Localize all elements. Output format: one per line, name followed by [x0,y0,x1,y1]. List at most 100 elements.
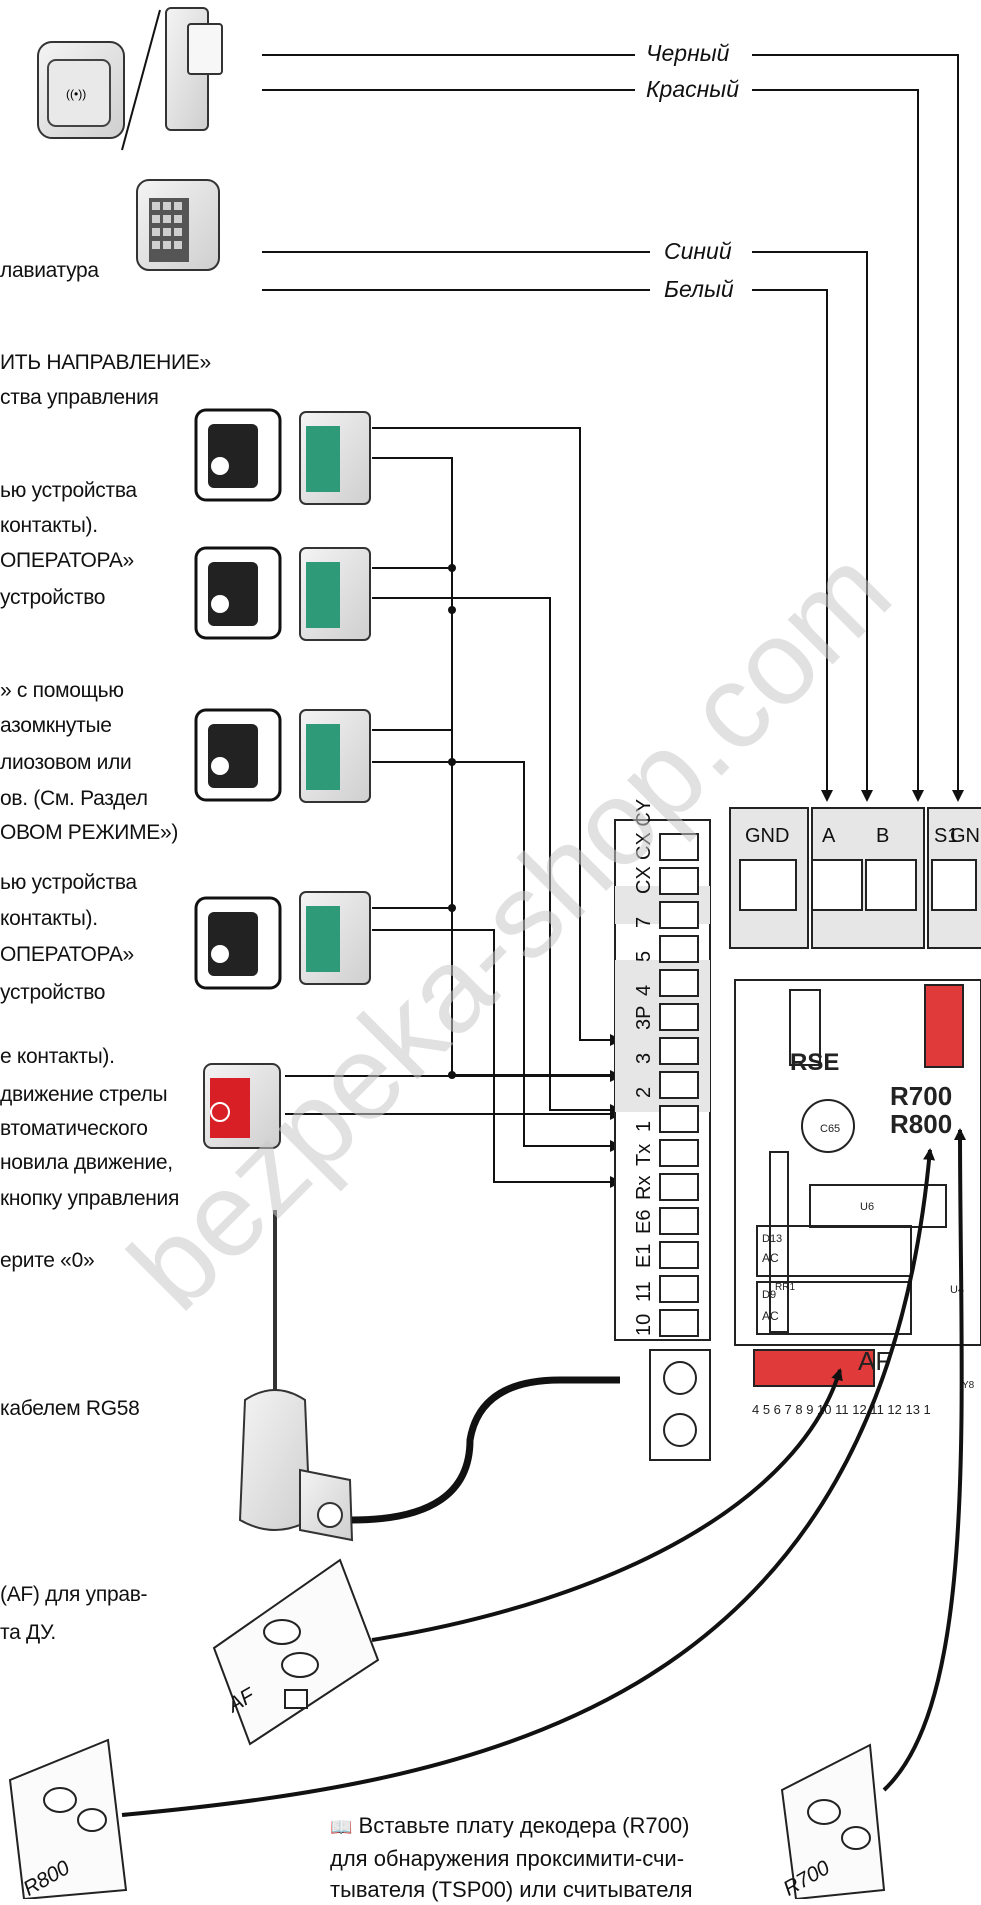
terminal-slot [659,901,699,929]
board-component-label: U6 [860,1201,874,1213]
af-label: та ДУ. [0,1621,56,1644]
r800-card [8,1738,128,1899]
board-component-label: RSE [790,1049,839,1076]
board-component-label: C65 [820,1123,840,1135]
left-text: движение стрелы [0,1083,168,1106]
left-text: ов. (См. Раздел [0,787,148,810]
terminal-label: CX [633,866,655,894]
terminal-label: 4 [633,985,655,996]
svg-text:((•)): ((•)) [66,87,86,101]
terminal-label: Tx [633,1144,655,1166]
left-text: » с помощью [0,679,124,702]
board-component-label: R700 [890,1081,952,1111]
terminal-label: 7 [633,917,655,928]
terminal-label: 1 [633,1121,655,1132]
top-terminal-label: GND [745,825,789,847]
control-pair-3 [194,708,371,803]
terminal-label: 11 [633,1281,655,1302]
terminal-slot [659,1309,699,1337]
board-component-label: AC [762,1309,779,1323]
divider-slash [121,9,161,151]
control-pair-2 [194,546,371,641]
terminal-label: E1 [633,1244,655,1268]
stop-button [203,1063,281,1149]
terminal-slot [659,867,699,895]
board-component-label: AC [762,1251,779,1265]
keypad-label: лавиатура [0,259,99,282]
terminal-label: 5 [633,951,655,962]
decoder-note: 📖 Вставьте плату декодера (R700) для обн… [330,1813,693,1902]
terminal-label: E6 [633,1210,655,1234]
left-text: ОПЕРАТОРА» [0,943,134,966]
top-terminal-labels: GNDABS1GND [745,825,981,847]
terminal-slot [659,1003,699,1031]
control-pair-4 [194,891,371,990]
wire-label-white: Белый [658,276,740,303]
top-terminal-label: A [822,825,836,847]
top-terminal-label: GND [950,825,981,847]
terminal-label: 10 [633,1314,655,1336]
left-text: контакты). [0,907,98,930]
control-pair-1 [194,408,371,505]
wire-label-black: Черный [640,40,736,67]
board-component-label: R800 [890,1109,952,1139]
terminal-slot [659,1071,699,1099]
terminal-slot [659,1037,699,1065]
terminal-label: CX CY [633,799,655,860]
af-label: (AF) для управ- [0,1583,148,1606]
left-text: устройство [0,981,106,1004]
proximity-reader-icon: ((•)) [37,41,125,139]
coax-cable [351,1376,620,1524]
left-text: новила движение, [0,1151,173,1174]
af-card [212,1558,380,1746]
left-text: ОПЕРАТОРА» [0,549,134,572]
antenna-icon [238,1210,354,1542]
r700-card [780,1743,886,1899]
terminal-block-top [729,807,981,949]
junction-dots [448,564,456,1079]
terminal-label: 3P [633,1006,655,1030]
terminal-label: 3 [633,1053,655,1064]
af-arrow [371,1368,843,1642]
terminal-slot [659,1275,699,1303]
board-component-label: 4 5 6 7 8 9 10 11 12 11 12 13 1 [752,1402,931,1417]
left-text: ИТЬ НАПРАВЛЕНИЕ» [0,351,211,374]
terminal-slot [659,1207,699,1235]
board-component-label: D13 [762,1233,782,1245]
left-text: ью устройства [0,871,137,894]
board-component-label: Y8 [962,1380,975,1391]
top-terminal-label: B [876,825,889,847]
command-wiring [285,427,622,1188]
left-text: ерите «0» [0,1249,95,1272]
board-component-label: D9 [762,1289,776,1301]
top-terminal-label: S1 [934,825,958,847]
left-text: лиозовом или [0,751,132,774]
r700-arrow [882,1128,967,1792]
wire-label-red: Красный [640,76,746,103]
terminal-slot [659,935,699,963]
terminal-slot [659,1241,699,1269]
top-wiring [262,54,964,802]
card-reader-icon [165,7,223,131]
left-text: контакты). [0,514,98,537]
left-text: ОВОМ РЕЖИМЕ») [0,821,179,844]
left-text: ства управления [0,386,159,409]
antenna-terminal [649,1349,711,1461]
left-text: втоматического [0,1117,148,1140]
left-text: устройство [0,586,106,609]
terminal-slot [659,1173,699,1201]
board-component-label: RR1 [775,1282,795,1293]
left-text: ью устройства [0,479,137,502]
left-text: азомкнутые [0,714,112,737]
terminal-label: Rx [633,1176,655,1200]
left-text: кнопку управления [0,1187,180,1210]
board-outline [734,979,981,1387]
keypad-icon [136,179,220,271]
antenna-label: кабелем RG58 [0,1397,140,1420]
r800-arrow [121,1148,936,1817]
terminal-slot [659,1105,699,1133]
terminal-slot [659,833,699,861]
